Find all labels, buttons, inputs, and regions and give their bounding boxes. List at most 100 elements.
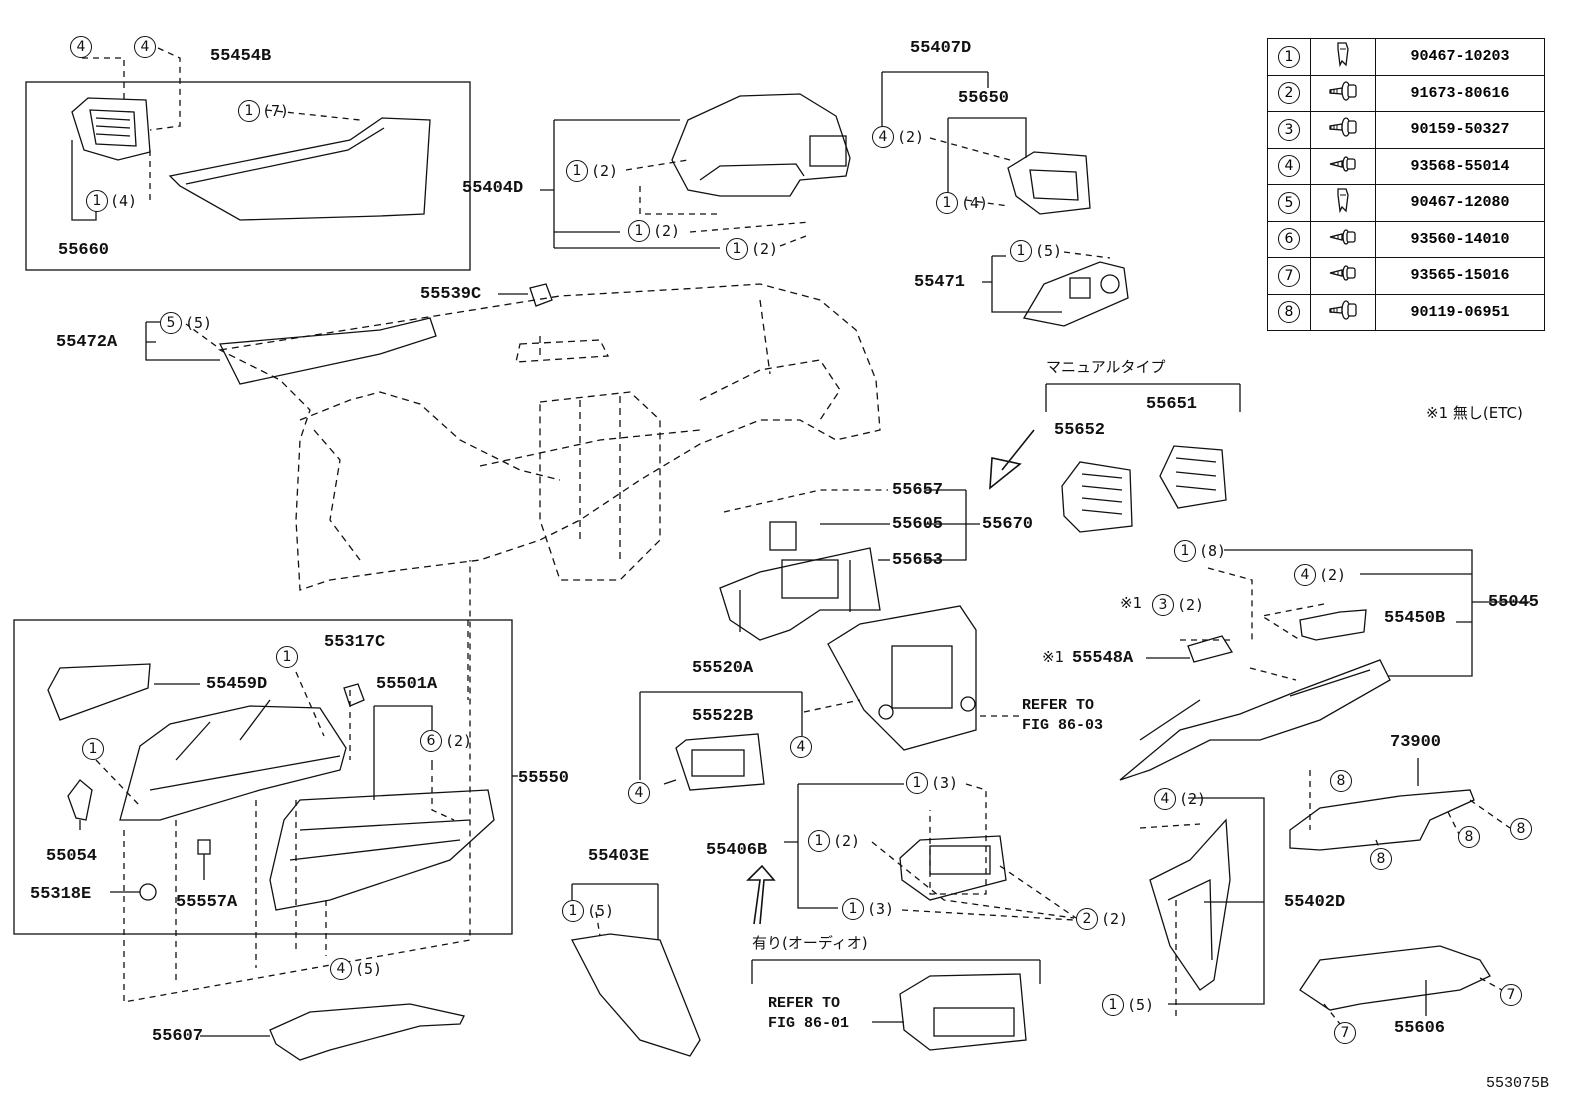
callout-1: 1 — [1102, 994, 1124, 1016]
part-label-55557A: 55557A — [176, 893, 238, 912]
part-label-55501A: 55501A — [376, 675, 438, 694]
callout-1: 1 — [906, 772, 928, 794]
qty-label: (2) — [1177, 596, 1205, 614]
part-label-55406B: 55406B — [706, 841, 768, 860]
legend-part-number: 93565-15016 — [1375, 257, 1545, 295]
legend-number-cell: 1 — [1267, 38, 1311, 76]
callout-1: 1 — [238, 100, 260, 122]
part-label-55650: 55650 — [958, 89, 1010, 108]
qty-label: (3) — [867, 900, 895, 918]
callout-1: 1 — [936, 192, 958, 214]
manual-vent-right-part — [1159, 445, 1227, 509]
callout-8: 8 — [1458, 826, 1480, 848]
legend-row: 7 93565-15016 — [1267, 257, 1545, 295]
legend-row: 8 90119-06951 — [1267, 293, 1545, 331]
manual-type-note: マニュアルタイプ — [1046, 358, 1166, 376]
legend-number-cell: 4 — [1267, 147, 1311, 185]
with-audio-note: 有り(オーディオ) — [752, 934, 868, 952]
switch-panel-part — [1022, 261, 1129, 327]
flange-screw-icon — [1310, 293, 1376, 331]
damper-part — [197, 839, 211, 855]
legend-number-cell: 8 — [1267, 293, 1311, 331]
legend-callout: 7 — [1278, 264, 1300, 287]
qty-label: (4) — [110, 192, 138, 210]
part-label-55317C: 55317C — [324, 633, 386, 652]
legend-part-number: 93568-55014 — [1375, 147, 1545, 185]
legend-row: 4 93568-55014 — [1267, 147, 1545, 185]
latch-part — [343, 683, 365, 707]
callout-1: 1 — [562, 900, 584, 922]
qty-label: (2) — [751, 240, 779, 258]
part-label-55657: 55657 — [892, 481, 944, 500]
callout-8: 8 — [1510, 818, 1532, 840]
legend-callout: 3 — [1278, 118, 1300, 141]
flange-screw-icon — [1310, 111, 1376, 149]
glove-door-part — [269, 789, 495, 911]
callout-4: 4 — [1154, 788, 1176, 810]
part-label-55522B: 55522B — [692, 707, 754, 726]
meter-hood-part — [671, 93, 851, 197]
part-label-55407D: 55407D — [910, 39, 972, 58]
part-label-55054: 55054 — [46, 847, 98, 866]
legend-part-number: 90467-10203 — [1375, 38, 1545, 76]
legend-callout: 5 — [1278, 191, 1300, 214]
qty-label: (2) — [445, 732, 473, 750]
audio-housing-part — [899, 835, 1007, 901]
callout-1: 1 — [726, 238, 748, 260]
qty-label: (2) — [653, 222, 681, 240]
part-label-55471: 55471 — [914, 273, 966, 292]
callout-1: 1 — [628, 220, 650, 242]
lower-cover-55607-part — [269, 1003, 465, 1061]
audio-unit-part — [899, 973, 1027, 1051]
part-label-55670: 55670 — [982, 515, 1034, 534]
part-label-55404D: 55404D — [462, 179, 524, 198]
callout-1: 1 — [82, 738, 104, 760]
part-label-55651: 55651 — [1146, 395, 1198, 414]
switch-module-part — [675, 733, 765, 791]
audio-bracket-part — [719, 547, 881, 641]
legend-callout: 2 — [1278, 82, 1300, 105]
part-label-55652: 55652 — [1054, 421, 1106, 440]
callout-4: 4 — [70, 36, 92, 58]
qty-label: (2) — [897, 128, 925, 146]
part-label-55548A: 55548A — [1072, 649, 1134, 668]
callout-8: 8 — [1370, 848, 1392, 870]
qty-label: (5) — [1127, 996, 1155, 1014]
legend-part-number: 90119-06951 — [1375, 293, 1545, 331]
callout-6: 6 — [420, 730, 442, 752]
side-vent-part — [71, 97, 151, 161]
callout-1: 1 — [276, 646, 298, 668]
callout-1: 1 — [566, 160, 588, 182]
part-label-55550: 55550 — [518, 769, 570, 788]
center-panel-part — [827, 605, 977, 751]
diagram-id: 553075B — [1486, 1075, 1550, 1092]
footnote-etc: ※1 無し(ETC) — [1426, 404, 1523, 422]
legend-callout: 4 — [1278, 155, 1300, 178]
legend-part-number: 90159-50327 — [1375, 111, 1545, 149]
callout-4: 4 — [790, 736, 812, 758]
qty-label: (2) — [1179, 790, 1207, 808]
tapping-screw-icon — [1310, 257, 1376, 295]
part-label-55539C: 55539C — [420, 285, 482, 304]
center-lower-panel-55402D-part — [1149, 818, 1231, 991]
bracket-73900-part — [1289, 789, 1475, 851]
refer-to-label: REFER TO — [768, 995, 841, 1012]
striker-part — [67, 779, 93, 821]
legend-part-number: 93560-14010 — [1375, 220, 1545, 258]
qty-label: (3) — [931, 774, 959, 792]
part-label-55660: 55660 — [58, 241, 110, 260]
fig-86-03-label: FIG 86-03 — [1022, 717, 1104, 734]
right-vent-part — [1007, 151, 1091, 215]
part-label-55450B: 55450B — [1384, 609, 1446, 628]
callout-1: 1 — [86, 190, 108, 212]
lower-cover-55606-part — [1299, 945, 1491, 1011]
qty-label: (5) — [587, 902, 615, 920]
legend-number-cell: 3 — [1267, 111, 1311, 149]
clip-55318E-part — [139, 883, 157, 901]
bracket-55450B-part — [1299, 609, 1367, 641]
legend-callout: 1 — [1278, 45, 1300, 68]
qty-label: (5) — [185, 314, 213, 332]
